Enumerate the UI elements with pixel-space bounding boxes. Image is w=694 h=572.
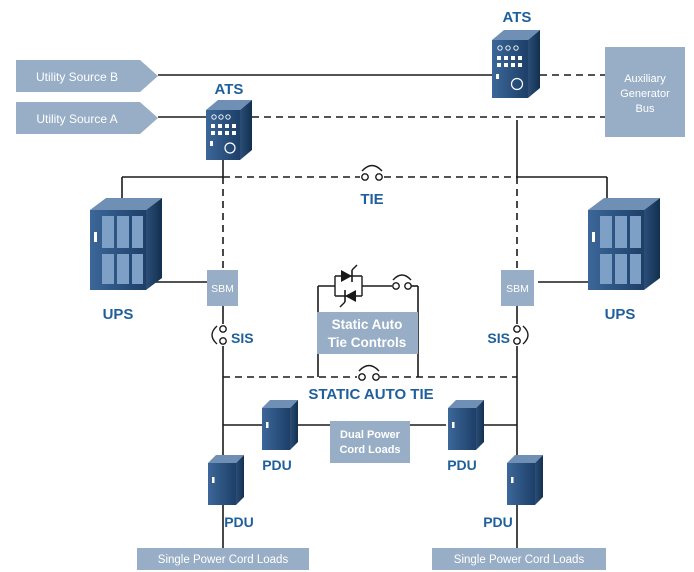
ups-right-label: UPS bbox=[605, 306, 636, 323]
ats-left-cabinet-icon bbox=[206, 100, 252, 160]
single-loads-right-bar: Single Power Cord Loads bbox=[432, 548, 606, 570]
pdu-cabinet-icon bbox=[208, 455, 244, 505]
sis-right-label: SIS bbox=[487, 330, 510, 346]
pdu-cabinet-icon bbox=[507, 455, 543, 505]
ats-right-cabinet-icon bbox=[492, 30, 540, 98]
aux-gen-line-1: Auxiliary bbox=[624, 73, 666, 85]
static-auto-tie-controls-box: Static Auto Tie Controls bbox=[317, 312, 418, 354]
auxiliary-generator-bus: Auxiliary Generator Bus bbox=[605, 47, 685, 137]
static-switch-icon bbox=[334, 264, 363, 308]
static-switch-breaker-icon bbox=[392, 274, 412, 290]
tie-label: TIE bbox=[360, 191, 383, 208]
single-loads-left-bar: Single Power Cord Loads bbox=[137, 548, 309, 570]
pdu-label-2: PDU bbox=[447, 457, 477, 473]
static-controls-line-1: Static Auto bbox=[332, 317, 403, 332]
aux-gen-line-3: Bus bbox=[636, 103, 655, 115]
sbm-left-box: SBM bbox=[207, 270, 238, 306]
pdu-cabinet-icon bbox=[262, 400, 298, 450]
single-loads-right-label: Single Power Cord Loads bbox=[454, 554, 585, 566]
pdu-label-3: PDU bbox=[224, 514, 254, 530]
utility-source-a-arrow: Utility Source A bbox=[16, 102, 158, 134]
ats-left-label: ATS bbox=[215, 81, 244, 98]
utility-source-b-arrow: Utility Source B bbox=[16, 60, 158, 92]
sis-left-breaker-icon bbox=[211, 325, 227, 345]
static-controls-line-2: Tie Controls bbox=[328, 335, 407, 350]
utility-source-a-label: Utility Source A bbox=[36, 112, 117, 126]
static-auto-tie-label: STATIC AUTO TIE bbox=[308, 386, 433, 403]
sbm-right-box: SBM bbox=[501, 270, 534, 306]
utility-source-b-label: Utility Source B bbox=[36, 70, 118, 84]
single-loads-left-label: Single Power Cord Loads bbox=[158, 554, 289, 566]
sis-right-breaker-icon bbox=[513, 325, 529, 345]
aux-gen-line-2: Generator bbox=[620, 88, 670, 100]
ats-right-label: ATS bbox=[503, 9, 532, 26]
ups-left-cabinet-icon bbox=[90, 198, 162, 290]
pdu-label-1: PDU bbox=[262, 457, 292, 473]
dual-loads-line-1: Dual Power bbox=[340, 429, 401, 441]
sbm-right-label: SBM bbox=[506, 283, 529, 295]
sbm-left-label: SBM bbox=[211, 283, 234, 295]
ups-left-label: UPS bbox=[103, 306, 134, 323]
static-auto-tie-breaker-icon bbox=[358, 364, 380, 381]
ups-right-cabinet-icon bbox=[588, 198, 660, 290]
dual-power-cord-loads-box: Dual Power Cord Loads bbox=[330, 421, 410, 463]
sis-left-label: SIS bbox=[231, 330, 254, 346]
dual-loads-line-2: Cord Loads bbox=[339, 444, 400, 456]
tie-breaker-icon bbox=[361, 164, 383, 181]
pdu-label-4: PDU bbox=[483, 514, 513, 530]
pdu-cabinet-icon bbox=[448, 400, 484, 450]
